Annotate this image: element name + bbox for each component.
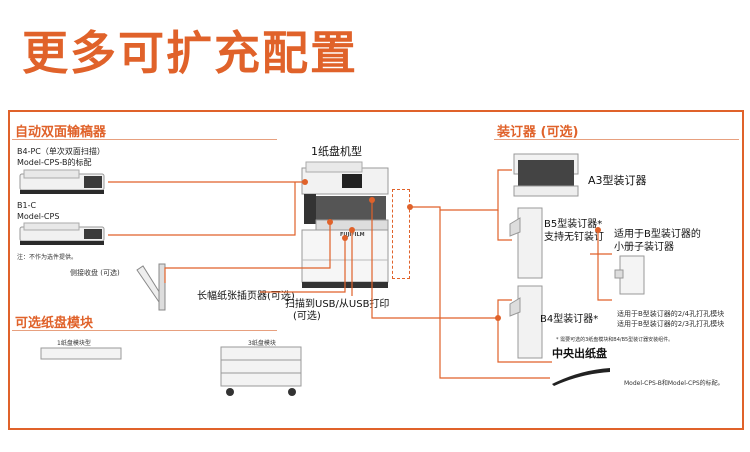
section-adf-title: 自动双面输稿器 — [15, 125, 107, 140]
usb-label: 扫描到USB/从USB打印(可选) — [285, 299, 390, 322]
config-frame — [8, 110, 744, 430]
punch-label: 适用于B型装订器的2/4孔打孔模块适用于B型装订器的2/3孔打孔模块 — [617, 310, 725, 328]
b5-finisher-illustration — [509, 207, 543, 279]
side-tray-illustration — [136, 263, 166, 311]
booklet-illustration — [614, 255, 645, 295]
a3-finisher-label: A3型装订器 — [588, 174, 647, 187]
cps-note: Model-CPS-B和Model-CPS的标配。 — [624, 380, 724, 387]
side-tray-label: 侧接收盘 (可选) — [70, 269, 120, 277]
adf-b4pc-label: B4-PC（单次双面扫描）Model-CPS-B的标配 — [17, 147, 105, 167]
booklet-label: 适用于B型装订器的小册子装订器 — [614, 229, 701, 253]
section-finisher-title: 装订器 (可选) — [497, 125, 579, 140]
section-finisher-underline — [494, 139, 739, 140]
b4-finisher-illustration — [509, 285, 543, 359]
section-tray-title: 可选纸盘模块 — [15, 316, 94, 331]
machine-label: 1纸盘机型 — [311, 145, 362, 158]
tray1-illustration — [40, 347, 122, 360]
adf-b1c-illustration — [19, 222, 105, 245]
center-tray-label: 中央出纸盘 — [552, 347, 607, 360]
adf-b4pc-illustration — [19, 169, 105, 194]
tray3-illustration — [220, 346, 302, 396]
adf-note: 注：不作为选件提供。 — [17, 254, 78, 261]
a3-finisher-illustration — [513, 153, 579, 197]
usb-slot-outline — [392, 189, 410, 279]
b5-finisher-label: B5型装订器*支持无钉装订 — [544, 219, 604, 243]
section-adf-underline — [12, 139, 277, 140]
tray3-label: 3纸盘模块 — [248, 340, 276, 347]
punch-note: * 需要可选的3纸盘模块和B4/B5型装订器安装组件。 — [556, 337, 674, 343]
b4-finisher-label: B4型装订器* — [540, 314, 599, 325]
tray1-label: 1纸盘模块型 — [57, 340, 91, 347]
page-title: 更多可扩充配置 — [22, 26, 358, 80]
long-paper-label: 长幅纸张插页器(可选) — [197, 291, 295, 302]
center-tray-illustration — [552, 368, 610, 386]
section-tray-underline — [12, 330, 277, 331]
